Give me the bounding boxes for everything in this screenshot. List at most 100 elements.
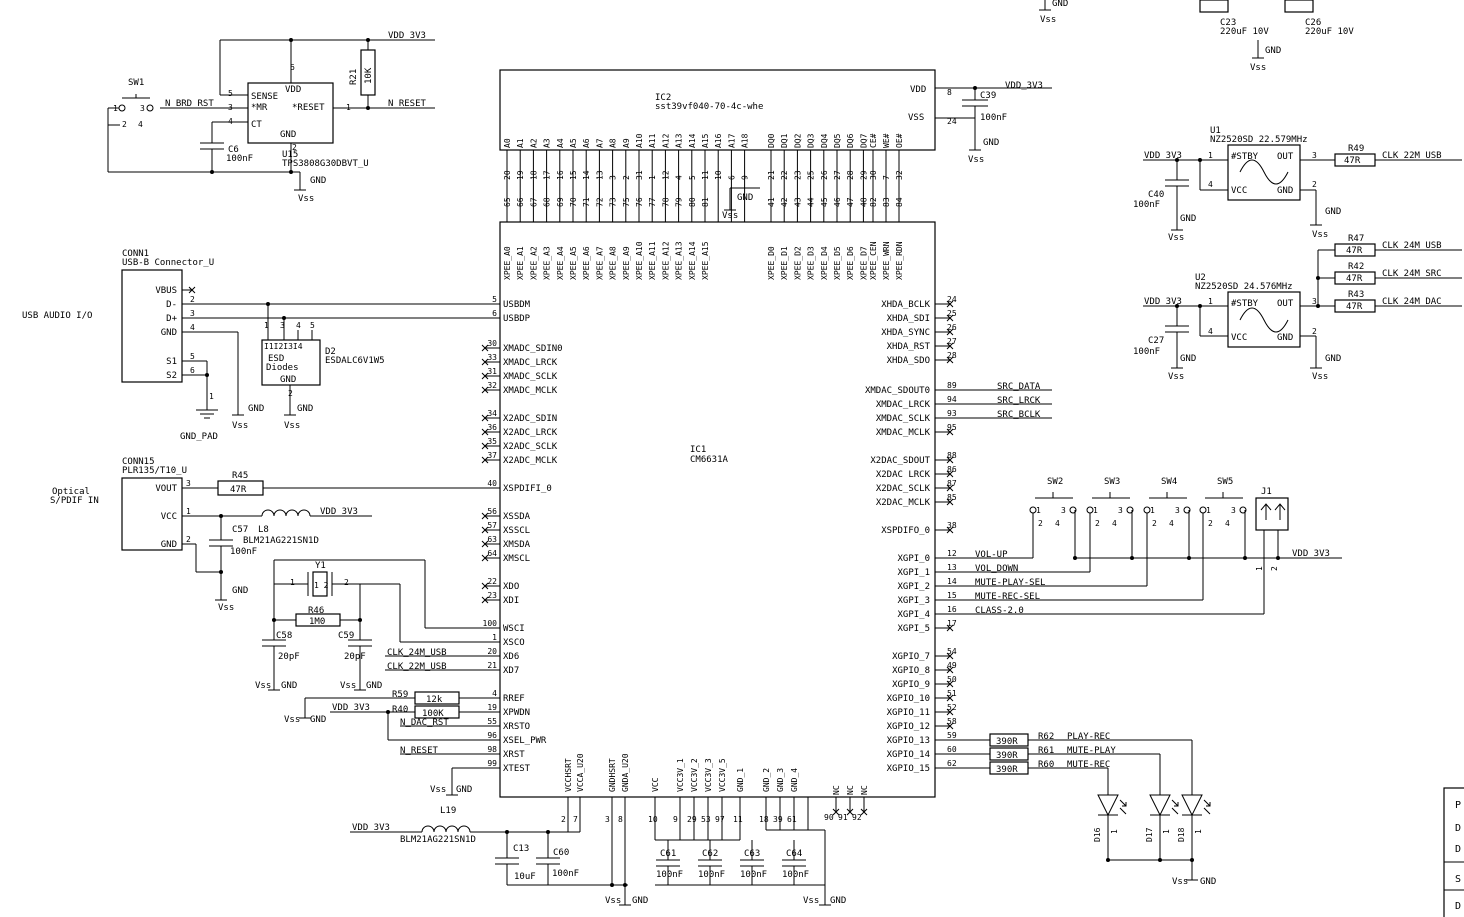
u15-pin-mr: *MR (251, 103, 268, 113)
r62-value: 390R (996, 737, 1018, 747)
ic1-pin-num: 61 (787, 815, 797, 824)
ic1-pin-name: XMSDA (503, 540, 531, 550)
ic1-pin-name: XPEE_D6 (846, 246, 855, 280)
led-rays (1171, 799, 1179, 815)
ic1-body (499, 221, 936, 798)
c58-vss: Vss (255, 681, 271, 691)
switch-n4: 4 (1169, 519, 1174, 528)
title-row-1: P (1455, 800, 1461, 811)
u15-vss: Vss (298, 194, 314, 204)
ic1-pin-name: X2ADC_LRCK (503, 428, 558, 438)
ic2-pin-name: A16 (714, 133, 723, 148)
u2-vdd-net: VDD_3V3 (1144, 297, 1182, 307)
ic1-pin-num: 6 (492, 309, 497, 318)
nc-mark (481, 414, 489, 422)
ic1-pin-name: XGPIO_8 (892, 666, 930, 676)
conn15-title-2: S/PDIF IN (50, 496, 99, 506)
u15-pin-gnd: GND (280, 130, 296, 140)
ic1-pin-name: XHDA_SDI (887, 314, 930, 324)
r59-value: 12k (426, 695, 443, 705)
r40-value: 100K (422, 709, 444, 719)
switch-contact (1239, 506, 1247, 514)
d2-body (261, 339, 321, 386)
ic1-pin-name: X2ADC_SDIN (503, 414, 557, 424)
nc-mark (946, 526, 954, 534)
ic1-pin-name: XGPI_2 (897, 582, 930, 592)
top-gnd-1: GND (1052, 0, 1068, 9)
ic1-left-pins: USBDM5USBDP6XMADC_SDIN030XMADC_LRCK33XMA… (481, 295, 563, 774)
conn1-vss: Vss (232, 421, 248, 431)
nc-mark (481, 554, 489, 562)
ic1-pin-name: USBDP (503, 314, 531, 324)
switch-ref: SW3 (1104, 477, 1120, 487)
ic1-pin-name: XGPIO_14 (887, 750, 930, 760)
ic1-pin-num: 57 (487, 521, 497, 530)
ic1-pin-name: RREF (503, 694, 525, 704)
ic1-pin-name: XGPI_5 (897, 624, 930, 634)
ic1-pin-name: XGPI_3 (897, 596, 930, 606)
xtest-gnd: GND (456, 785, 472, 795)
ic1-pin-name: XPWDN (503, 708, 530, 718)
c39-value: 100nF (980, 113, 1007, 123)
nc-mark (946, 470, 954, 478)
title-row-5: D (1455, 901, 1461, 912)
conn1-part: USB-B Connector_U (122, 258, 214, 268)
ic1-pin-num: 38 (947, 521, 957, 530)
ic1-pin-name: XPEE_A11 (648, 241, 657, 280)
u15-reset-net: N_RESET (388, 99, 427, 109)
ic1-pin-name: XMADC_SDIN0 (503, 344, 563, 354)
ic1-pin-num: 2 (561, 815, 566, 824)
ic1-pin-name: XMADC_MCLK (503, 386, 558, 396)
ic1-pin-name: XHDA_SDO (887, 356, 930, 366)
ic1-pin-num: 35 (487, 437, 497, 446)
r43-net: CLK_24M_DAC (1382, 297, 1442, 307)
ic1-pin-name: XD6 (503, 652, 519, 662)
u2-n2: 2 (1312, 327, 1317, 336)
nc-mark (946, 428, 954, 436)
r60-value: 390R (996, 765, 1018, 775)
switch-n2: 2 (1208, 519, 1213, 528)
conn15-body (121, 477, 183, 551)
r43-ref: R43 (1348, 290, 1364, 300)
led-rays (1119, 799, 1127, 815)
ic1-pin-num: 95 (947, 423, 957, 432)
switch-n1: 1 (1093, 506, 1098, 515)
ic1-pin-name: VCCHSRT (564, 758, 573, 792)
ic1-pin-name: XHDA_RST (887, 342, 931, 352)
ic1-pin-name: VCC3V_1 (676, 758, 685, 792)
ic1-pin-name: XMDAC_LRCK (876, 400, 931, 410)
d2-pins-top: I1I2I3I4 (264, 342, 303, 351)
ic1-pin-name: XPEE_A6 (582, 246, 591, 280)
ic1-pin-num: 86 (947, 465, 957, 474)
ic2-pin-name: A15 (701, 133, 710, 148)
u2-ref: U2 (1195, 273, 1206, 283)
ic2-vss-label: VSS (908, 113, 924, 123)
u2-n3: 3 (1312, 297, 1317, 306)
ic1-pin-num: 88 (947, 451, 957, 460)
y1-body: 1 2 (314, 581, 329, 590)
r46-ref: R46 (308, 606, 324, 616)
ic1-pin-num: 59 (947, 731, 957, 740)
u15-pin-sense: SENSE (251, 92, 278, 102)
nc-mark (860, 808, 868, 816)
ic2-pin-name: A10 (635, 133, 644, 148)
ic1-pin-name: XDI (503, 596, 519, 606)
u1-gnd-pin: GND (1277, 186, 1293, 196)
mute-rec-sel-net: MUTE-REC-SEL (975, 592, 1040, 602)
rref-vss: Vss (284, 715, 300, 725)
ic1-pin-name: XPEE_D5 (833, 246, 842, 280)
ic1-pin-name: VCC3V_3 (704, 758, 713, 792)
u2-vss: Vss (1312, 372, 1328, 382)
nc-mark (946, 498, 954, 506)
l8-vdd-net: VDD_3V3 (320, 507, 358, 517)
conn1-pin-num: 2 (190, 295, 195, 304)
top-gnd-2: GND (1265, 46, 1281, 56)
ic1-ref: IC1 (690, 445, 706, 455)
c63-ref: C63 (744, 849, 760, 859)
switch-n3: 3 (1231, 506, 1236, 515)
nc-mark (481, 372, 489, 380)
ic2-pins: A020A119A218A317A416A515A614A713A83A92A1… (503, 133, 904, 222)
ic1-pin-num: 33 (487, 353, 497, 362)
ic1-pin-name: XMADC_SCLK (503, 372, 558, 382)
